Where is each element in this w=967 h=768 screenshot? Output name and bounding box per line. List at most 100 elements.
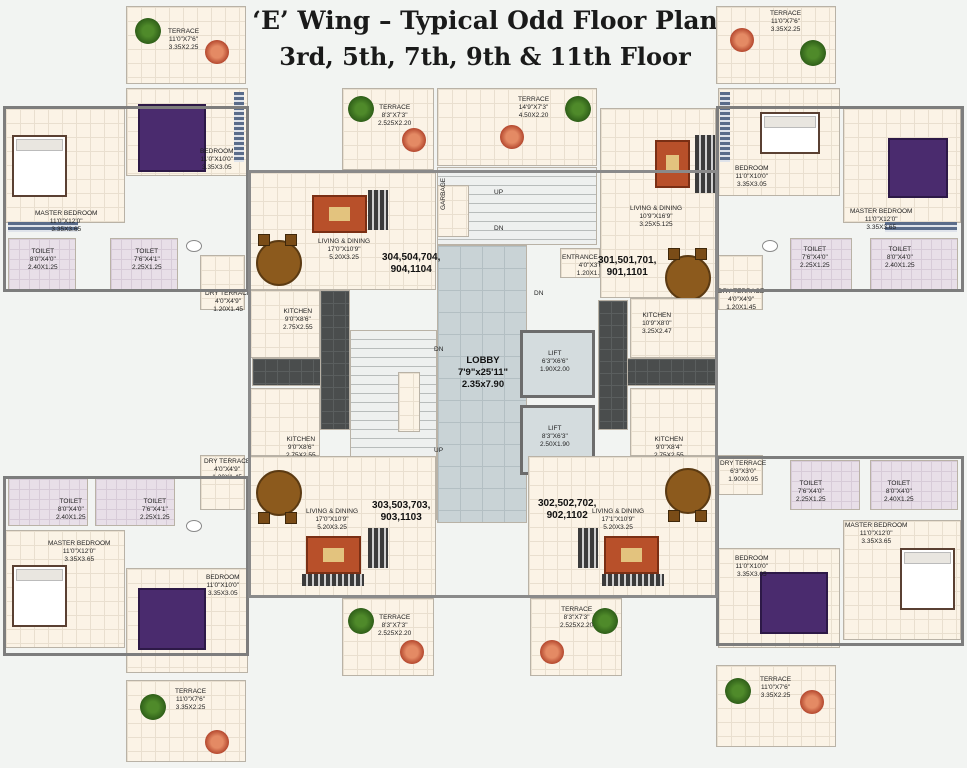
bl-master-bed — [12, 565, 67, 627]
tr-dry-terrace-size-m: 1.20x1.45 — [726, 304, 756, 311]
bl-living-name: LIVING & DINING — [306, 508, 359, 515]
kitchen-counter-right-2 — [598, 300, 628, 430]
tr-toilet-2 — [870, 238, 958, 290]
bcl-terrace-size-ft: 8'3"x7'3" — [381, 622, 408, 629]
br-flat-numbers: 302,502,702, 902,1102 — [538, 498, 596, 522]
bcl-terrace-pot — [400, 640, 424, 664]
bl-toilet-2-label: TOILET 7'6"x4'1" 2.25x1.25 — [140, 498, 170, 522]
bl-dining-table — [256, 470, 302, 516]
br-living-sofa-2 — [602, 574, 664, 586]
bcr-terrace-label: TERRACE 8'3"x7'3" 2.525x2.20 — [560, 606, 593, 630]
tl-terrace-label: TERRACE 11'0"x7'6" 3.35x2.25 — [168, 28, 199, 52]
bl-living-size-m: 5.20x3.25 — [317, 524, 347, 531]
tr-dining-chair-1 — [668, 248, 680, 260]
tl-kitchen-size-m: 2.75x2.55 — [283, 324, 313, 331]
tr-bedroom-bed — [760, 112, 820, 154]
tr-toilet-2-label: TOILET 8'0"x4'0" 2.40x1.25 — [885, 246, 915, 270]
tc-terrace-plant — [565, 96, 591, 122]
bl-kitchen-size-m: 2.75x2.55 — [286, 452, 316, 460]
dn-label-top: DN — [494, 225, 504, 232]
tr-terrace-pot — [730, 28, 754, 52]
tr-toilet-2-name: TOILET — [888, 246, 912, 253]
entrance-lobby — [560, 248, 600, 278]
bl-toilet-2 — [95, 478, 175, 526]
tl-kitchen-size-ft: 9'0"x8'6" — [284, 316, 311, 323]
br-master-bedroom-size-ft: 11'0"x12'0" — [859, 530, 893, 537]
br-bedroom-size-ft: 11'0"x10'0" — [735, 563, 769, 570]
tr-master-bedroom-name: MASTER BEDROOM — [850, 208, 913, 215]
bl-dry-terrace-name: DRY TERRACE — [204, 458, 251, 465]
outer-wall-bottom-left — [3, 476, 249, 656]
br-dry-terrace-size-ft: 6'3"x3'0" — [730, 468, 757, 475]
bcr-terrace-size-m: 2.525x2.20 — [560, 622, 594, 629]
br-dining-chair-1 — [668, 510, 680, 522]
tl-flat-numbers: 304,504,704, 904,1104 — [382, 252, 440, 276]
br-bedroom-name: BEDROOM — [735, 555, 769, 562]
plan-subtitle: 3rd, 5th, 7th, 9th & 11th Floor — [279, 42, 691, 71]
lobby-size-ft: 7'9"x25'11" — [458, 367, 508, 378]
lift-1-name: LIFT — [548, 350, 562, 357]
tr-living-label: LIVING & DINING 10'9"x16'9" 3.25x5.125 — [630, 205, 682, 229]
tr-terrace-name: TERRACE — [770, 10, 802, 17]
bl-toilet-1 — [8, 478, 88, 526]
tl-bedroom-size-ft: 11'0"x10'0" — [200, 156, 234, 163]
tr-kitchen — [630, 298, 716, 358]
bl-dining-chair-1 — [258, 512, 270, 524]
tl-toilet-2 — [110, 238, 178, 290]
bl-living-sofa — [368, 528, 388, 568]
tr-kitchen-size-ft: 10'9"x8'0" — [642, 320, 672, 327]
tr-flat-numbers: 301,501,701, 901,1101 — [598, 255, 656, 279]
tl-flat-numbers-1: 304,504,704, — [382, 252, 441, 263]
tr-living-rug — [655, 140, 690, 188]
lift-2-name: LIFT — [548, 425, 562, 432]
tl-dry-terrace-size-ft: 4'0"x4'9" — [215, 298, 242, 305]
bl-dry-terrace-size-ft: 4'0"x4'9" — [214, 466, 241, 473]
bl-toilet-1-size-ft: 8'0"x4'0" — [57, 506, 84, 513]
stair-well — [398, 372, 420, 432]
tr-kitchen-name: KITCHEN — [642, 312, 672, 319]
tl-toilet-2-size-ft: 7'6"x4'1" — [133, 256, 160, 263]
kitchen-counter-left-2 — [320, 290, 350, 430]
tr-bedroom-label: BEDROOM 11'0"x10'0" 3.35x3.05 — [735, 165, 769, 189]
bl-living-rug — [306, 536, 361, 574]
tr-terrace-size-m: 3.35x2.25 — [770, 26, 801, 33]
bl-dry-terrace — [200, 455, 245, 510]
tr-master-bedroom-label: MASTER BEDROOM 11'0"x12'0" 3.35x3.65 — [850, 208, 912, 232]
br-living-size-ft: 17'1"x10'9" — [601, 516, 635, 523]
tl-living-sofa — [368, 190, 388, 230]
tr-master-bedroom-size-ft: 11'0"x12'0" — [864, 216, 898, 223]
br-living-size-m: 5.20x3.25 — [603, 524, 633, 531]
br-dining-table — [665, 468, 711, 514]
tr-bedroom-name: BEDROOM — [735, 165, 769, 172]
tl-master-bedroom-size-ft: 11'0"x12'0" — [49, 218, 83, 225]
tl-master-wardrobe — [8, 222, 78, 232]
br-living-name: LIVING & DINING — [592, 508, 645, 515]
entrance-lobby-size-m: 1.20x1.10 — [576, 270, 607, 277]
tr-toilet-1-size-m: 2.25x1.25 — [800, 262, 830, 269]
up-label-top: UP — [494, 189, 504, 196]
tr-master-bedroom-size-m: 3.35x3.65 — [866, 224, 897, 231]
tc-terrace-label: TERRACE 14'9"x7'3" 4.50x2.20 — [518, 96, 549, 120]
tl-bedroom-size-m: 3.35x3.05 — [201, 164, 232, 171]
lobby-size-m: 2.35x7.90 — [461, 379, 505, 390]
tr-master-bed-accent — [888, 138, 948, 198]
tl-dining-table — [256, 240, 302, 286]
br-terrace-label: TERRACE 11'0"x7'6" 3.35x2.25 — [760, 676, 791, 700]
bl-toilet-1-label: TOILET 8'0"x4'0" 2.40x1.25 — [56, 498, 86, 522]
outer-wall-bottom-right — [716, 456, 964, 646]
bl-master-bedroom-label: MASTER BEDROOM 11'0"x12'0" 3.35x3.65 — [48, 540, 110, 564]
tl-toilet-1-size-m: 2.40x1.25 — [28, 264, 58, 271]
bl-flat-numbers: 303,503,703, 903,1103 — [372, 500, 430, 524]
br-dry-terrace-size-m: 1.90x0.95 — [728, 476, 758, 483]
br-toilet-2-size-m: 2.40x1.25 — [884, 496, 914, 503]
tc-terrace-name: TERRACE — [518, 96, 550, 103]
bl-bedroom-size-m: 3.35x3.05 — [207, 590, 238, 597]
br-bedroom-bed — [760, 572, 828, 634]
br-kitchen-size-m: 2.75x2.55 — [654, 452, 684, 460]
br-toilet-2 — [870, 460, 958, 510]
br-flat-numbers-1: 302,502,702, — [538, 498, 597, 509]
tl-master-bedroom-label: MASTER BEDROOM 11'0"x12'0" 3.35x3.65 — [35, 210, 97, 234]
bcr-terrace-pot — [540, 640, 564, 664]
br-master-bed — [900, 548, 955, 610]
entrance-lobby-size-ft: 4'0"x3'6" — [578, 262, 605, 269]
